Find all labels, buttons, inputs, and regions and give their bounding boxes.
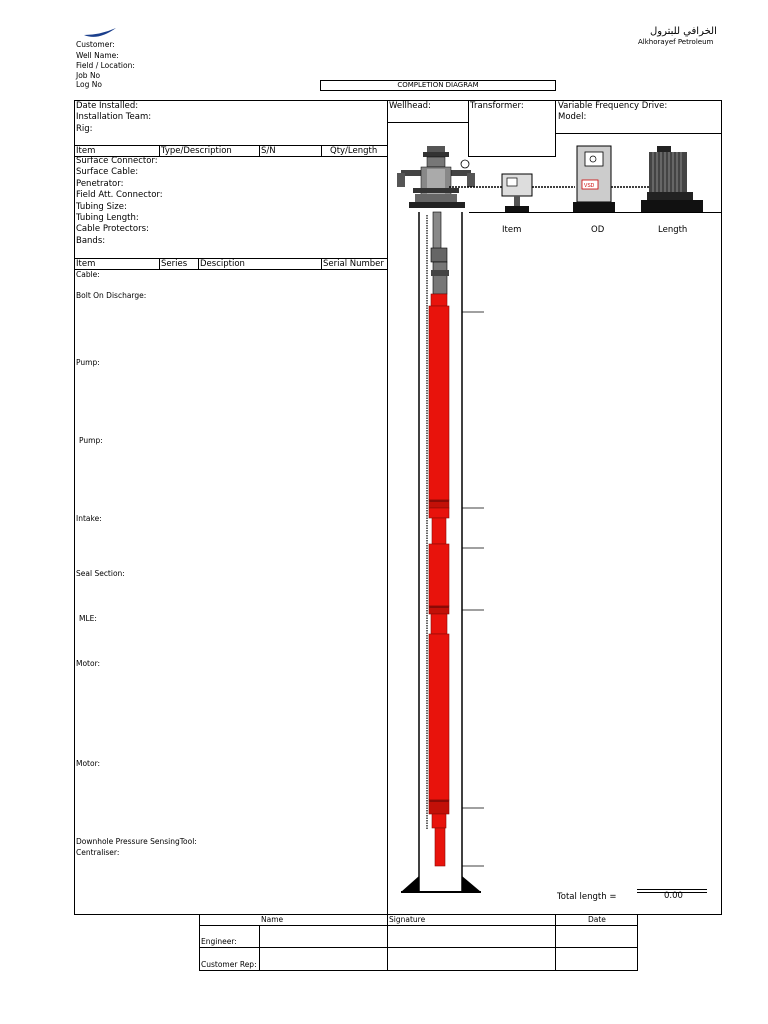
completion-diagram: VSD	[397, 145, 703, 893]
t1-header-item: Item	[76, 146, 96, 156]
surface-motor-icon	[641, 146, 703, 212]
t2-header-description: Desciption	[200, 259, 245, 269]
esp-string	[428, 293, 450, 867]
sig-header-date: Date	[588, 915, 606, 924]
cable-protectors-label: Cable Protectors:	[76, 224, 149, 234]
surface-connector-label: Surface Connector:	[76, 156, 158, 166]
title-box: COMPLETION DIAGRAM	[320, 80, 556, 91]
motor2-label: Motor:	[76, 759, 101, 768]
penetrator-label: Penetrator:	[76, 179, 124, 189]
cable-label: Cable:	[76, 270, 100, 279]
engineer-label: Engineer:	[201, 937, 237, 946]
page-title: COMPLETION DIAGRAM	[397, 81, 479, 89]
right-header-length: Length	[658, 225, 688, 235]
customer-rep-label: Customer Rep:	[201, 960, 257, 969]
transformer-label: Transformer:	[470, 101, 524, 111]
t1-header-type: Type/Description	[161, 146, 232, 156]
transformer-icon	[501, 173, 533, 212]
dpst-label: Downhole Pressure SensingTool:	[76, 837, 197, 846]
vfd-label: Variable Frequency Drive:	[558, 101, 668, 111]
sig-header-signature: Signature	[389, 915, 426, 924]
date-installed-label: Date Installed:	[76, 101, 139, 111]
field-location: Field / Location:	[76, 61, 135, 70]
field-log-no: Log No	[76, 80, 102, 89]
tubing-length-label: Tubing Length:	[76, 213, 139, 223]
field-att-connector-label: Field Att. Connector:	[76, 190, 163, 200]
vsd-tag: VSD	[584, 183, 595, 189]
field-well-name: Well Name:	[76, 51, 119, 60]
t1-header-sn: S/N	[261, 146, 276, 156]
wellhead-label: Wellhead:	[389, 101, 431, 111]
mle-label: MLE:	[79, 614, 97, 623]
vsd-icon: VSD	[573, 145, 615, 212]
field-customer: Customer:	[76, 40, 115, 49]
tubing-size-label: Tubing Size:	[76, 202, 127, 212]
installation-team-label: Installation Team:	[76, 112, 152, 122]
logo-swoosh-icon	[84, 28, 116, 37]
motor1-label: Motor:	[76, 659, 101, 668]
pump2-label: Pump:	[79, 436, 103, 445]
wellhead-icon	[397, 146, 475, 208]
signature-table	[199, 914, 638, 971]
surface-cable-label: Surface Cable:	[76, 167, 139, 177]
bolt-on-discharge-label: Bolt On Discharge:	[76, 291, 147, 300]
seal-section-label: Seal Section:	[76, 569, 125, 578]
total-length-value: 0.00	[664, 891, 683, 901]
model-label: Model:	[558, 112, 587, 122]
intake-label: Intake:	[76, 514, 102, 523]
logo-english: Alkhorayef Petroleum	[638, 38, 714, 46]
sig-header-name: Name	[261, 915, 284, 924]
t2-header-item: Item	[76, 259, 96, 269]
bands-label: Bands:	[76, 236, 106, 246]
t2-header-serial: Serial Number	[323, 259, 384, 269]
right-header-item: Item	[502, 225, 522, 235]
t1-header-qty: Qty/Length	[330, 146, 378, 156]
total-length-label: Total length =	[557, 892, 617, 902]
right-header-od: OD	[591, 225, 605, 235]
field-job-no: Job No	[76, 71, 101, 80]
company-logo	[80, 24, 120, 43]
pump1-label: Pump:	[76, 358, 100, 367]
t2-header-series: Series	[161, 259, 188, 269]
logo-arabic: الخرافي للبترول	[650, 26, 717, 37]
centraliser-label: Centraliser:	[76, 848, 120, 857]
rig-label: Rig:	[76, 124, 93, 134]
